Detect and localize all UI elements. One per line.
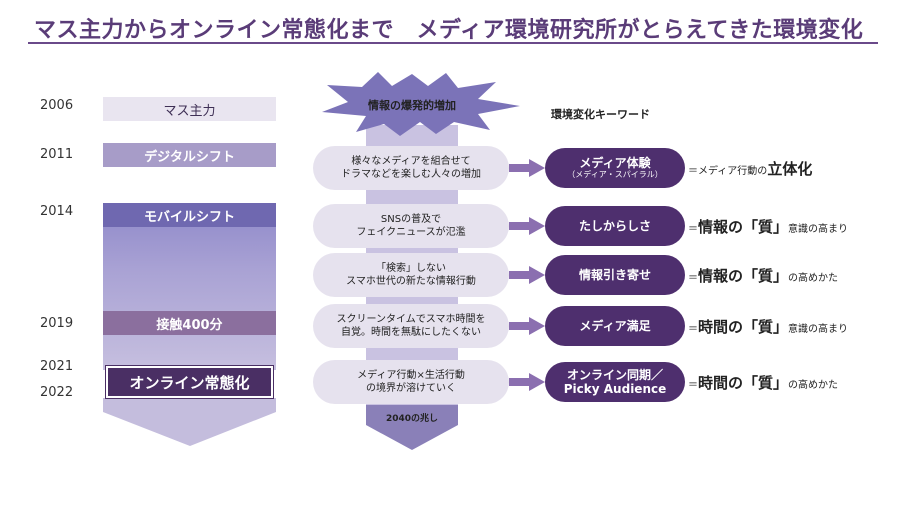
meaning-suffix: の高めかた [788, 380, 839, 391]
phenomenon-pill: メディア行動×生活行動 の境界が溶けていく [313, 360, 509, 404]
keyword-oval: メディア満足 [545, 306, 685, 346]
keyword-meaning: ＝ 情報の「質」 の高めかた [688, 265, 838, 286]
center-bottom-arrow [366, 405, 458, 450]
meaning-emphasis: 時間の「質」 [698, 374, 789, 392]
phenomenon-line: の境界が溶けていく [366, 383, 456, 394]
phenomenon-line: 自覚。時間を無駄にしたくない [341, 327, 481, 338]
year-label: 2022 [40, 385, 74, 400]
meaning-emphasis: 時間の「質」 [698, 318, 789, 336]
year-label: 2006 [40, 98, 74, 113]
left-timeline-arrow [103, 398, 276, 446]
phenomenon-line: 「検索」しない [376, 262, 446, 274]
phenomenon-pill: スクリーンタイムでスマホ時間を 自覚。時間を無駄にしたくない [313, 304, 509, 348]
keyword-meaning: ＝メディア行動の 立体化 [688, 158, 812, 179]
keyword-oval: メディア体験 （メディア・スパイラル） [545, 148, 685, 188]
keyword-meaning: ＝ 情報の「質」 意識の高まり [688, 216, 848, 237]
row-arrows [509, 159, 545, 391]
meaning-prefix: ＝ [688, 324, 698, 335]
phenomenon-pill: SNSの普及で フェイクニュースが氾濫 [313, 204, 509, 248]
meaning-emphasis: 立体化 [767, 160, 813, 178]
burst-shape [322, 72, 520, 136]
keyword-label: 情報引き寄せ [578, 267, 651, 282]
year-label: 2021 [40, 359, 74, 374]
phenomenon-line: フェイクニュースが氾濫 [356, 227, 466, 238]
era-contact: 接触400分 [103, 311, 276, 335]
keyword-oval: 情報引き寄せ [545, 255, 685, 295]
phenomenon-line: 様々なメディアを組合せて [351, 155, 471, 167]
meaning-suffix: 意識の高まり [788, 324, 849, 335]
phenomenon-line: スクリーンタイムでスマホ時間を [336, 313, 486, 325]
era-digital: デジタルシフト [103, 143, 276, 167]
era-gradient-block [103, 203, 276, 370]
keyword-meaning: ＝ 時間の「質」 意識の高まり [688, 316, 848, 337]
page-title: マス主力からオンライン常態化まで メディア環境研究所がとらえてきた環境変化 [34, 18, 864, 43]
meaning-prefix: ＝メディア行動の [688, 166, 768, 177]
phenomenon-line: メディア行動×生活行動 [357, 369, 465, 381]
phenomenon-pill: 様々なメディアを組合せて ドラマなどを楽しむ人々の増加 [313, 146, 509, 190]
meaning-emphasis: 情報の「質」 [698, 218, 789, 236]
keyword-label: メディア満足 [579, 318, 651, 333]
keyword-label: たしからしさ [578, 218, 651, 233]
year-label: 2011 [40, 147, 74, 162]
keyword-oval: オンライン同期／ Picky Audience [545, 362, 685, 402]
meaning-suffix: の高めかた [788, 273, 839, 284]
title-underline [28, 42, 878, 44]
keyword-sublabel: （メディア・スパイラル） [567, 170, 663, 180]
meaning-prefix: ＝ [688, 380, 698, 391]
bottom-sign-label: 2040の兆し [385, 414, 439, 424]
keyword-meaning: ＝ 時間の「質」 の高めかた [688, 372, 838, 393]
keyword-label: メディア体験 [579, 156, 651, 170]
era-mass: マス主力 [103, 97, 276, 121]
phenomenon-pill: 「検索」しない スマホ世代の新たな情報行動 [313, 253, 509, 297]
meaning-emphasis: 情報の「質」 [698, 267, 789, 285]
keyword-oval: たしからしさ [545, 206, 685, 246]
era-online: オンライン常態化 [106, 366, 273, 398]
keyword-header: 環境変化キーワード [551, 108, 650, 121]
meaning-prefix: ＝ [688, 224, 698, 235]
meaning-suffix: 意識の高まり [788, 224, 849, 235]
era-mobile: モバイルシフト [103, 203, 276, 227]
burst-label: 情報の爆発的増加 [368, 99, 456, 112]
year-label: 2014 [40, 204, 74, 219]
keyword-label: オンライン同期／ [566, 367, 663, 382]
year-label: 2019 [40, 316, 74, 331]
keyword-sublabel: Picky Audience [563, 382, 667, 396]
meaning-prefix: ＝ [688, 273, 698, 284]
phenomenon-line: SNSの普及で [380, 213, 442, 225]
phenomenon-line: ドラマなどを楽しむ人々の増加 [341, 169, 481, 180]
phenomenon-line: スマホ世代の新たな情報行動 [346, 276, 476, 287]
